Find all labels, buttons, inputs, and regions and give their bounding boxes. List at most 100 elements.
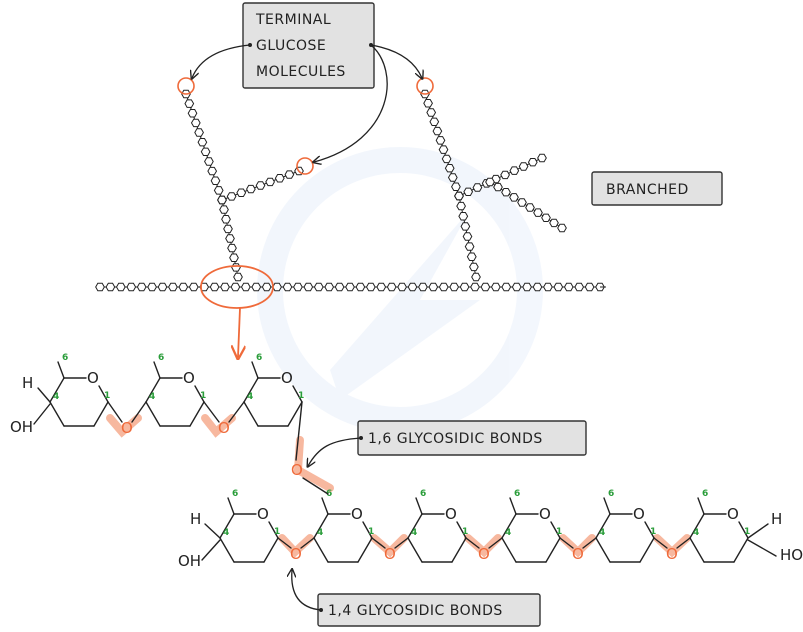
glycosidic-oxygen: O [291,461,303,479]
glucose-unit [518,162,529,171]
glucose-unit [525,203,535,212]
glucose-unit [136,282,147,292]
glycosidic-oxygen: O [478,545,490,563]
glucose-unit [210,176,221,185]
glucose-unit [501,282,512,292]
glucose-unit [464,242,475,251]
svg-text:6: 6 [256,353,262,363]
glucose-unit [429,117,440,126]
glucose-unit [199,282,210,292]
glucose-unit [563,282,574,292]
glucose-unit [236,188,247,197]
bond14-callout: 1,4 GLYCOSIDIC BONDS [292,570,541,627]
end-groups: H OH H OH H HO [10,374,803,570]
glucose-unit [324,282,335,292]
svg-text:6: 6 [232,489,238,499]
svg-text:1: 1 [462,527,468,537]
glucose-unit [126,282,137,292]
glucose-unit [435,136,446,145]
glucose-unit [265,177,275,187]
glucose-unit [274,174,285,183]
branched-label: BRANCHED [591,171,723,206]
glucose-unit [574,282,585,292]
svg-text:4: 4 [505,528,511,538]
glucose-unit [463,187,474,196]
glucose-unit [334,282,345,292]
glucose-unit [460,222,471,231]
glucose-unit [246,184,256,194]
glucose-unit [223,224,233,234]
svg-text:O: O [183,369,195,387]
glucose-unit [230,282,241,292]
terminal-glucose-rings [177,77,434,175]
glucose-unit [219,205,229,214]
glucose-unit [527,158,538,167]
svg-text:1,6 GLYCOSIDIC BONDS: 1,6 GLYCOSIDIC BONDS [368,431,543,447]
glucose-unit [188,282,199,292]
svg-text:O: O [87,369,99,387]
glucose-unit [251,282,262,292]
glucose-unit [225,234,235,243]
glycosidic-oxygen: O [121,419,133,437]
glucose-unit [438,145,449,154]
glucose-unit [386,282,397,292]
glucose-unit [471,272,481,282]
terminal-label-line1: TERMINAL [255,12,331,28]
svg-text:1: 1 [368,527,374,537]
glucose-unit [282,282,293,292]
glucose-unit [197,138,208,147]
svg-text:4: 4 [53,392,59,402]
glucose-unit [213,186,224,195]
svg-text:6: 6 [514,489,520,499]
glucose-unit [493,182,503,192]
glucose-unit [207,166,218,176]
glucose-unit [480,282,491,292]
svg-text:1: 1 [744,527,750,537]
glucose-unit [522,282,532,292]
glucose-unit [240,282,251,292]
svg-text:O: O [281,369,293,387]
glucose-unit [187,109,198,118]
svg-text:O: O [257,505,269,523]
chain-link [458,157,543,197]
svg-text:4: 4 [411,528,417,538]
glucose-unit [303,282,314,292]
glucose-unit [462,232,473,241]
svg-text:1: 1 [298,391,304,401]
glucose-unit [157,282,168,292]
glucose-unit [194,128,204,137]
bond16-callout: 1,6 GLYCOSIDIC BONDS [308,420,587,466]
glucose-unit [485,177,495,187]
glucose-unit [432,126,443,136]
atom-OH-left-top: OH [10,418,33,436]
glucose-unit [209,282,220,292]
atom-H-left-top: H [22,374,33,392]
glucose-unit [459,282,470,292]
glucose-unit [428,282,439,292]
glycosidic-oxygen: O [666,545,678,563]
glucose-unit [255,181,266,190]
svg-text:1: 1 [650,527,656,537]
glucose-unit [284,170,295,179]
glucose-unit [397,282,407,292]
glucose-unit [178,282,189,292]
glucose-chains [95,89,606,292]
glucose-unit [418,282,428,292]
svg-text:1,4 GLYCOSIDIC BONDS: 1,4 GLYCOSIDIC BONDS [328,603,503,619]
glucose-unit [190,118,201,128]
glucose-unit [438,282,449,292]
svg-text:O: O [351,505,363,523]
glucose-unit [231,263,241,272]
svg-text:4: 4 [223,528,229,538]
glucose-unit [466,252,477,261]
glucose-unit [147,282,157,292]
glucose-unit [226,192,237,201]
glucose-unit [537,153,547,163]
svg-text:1: 1 [274,527,280,537]
glucose-unit [549,218,559,228]
